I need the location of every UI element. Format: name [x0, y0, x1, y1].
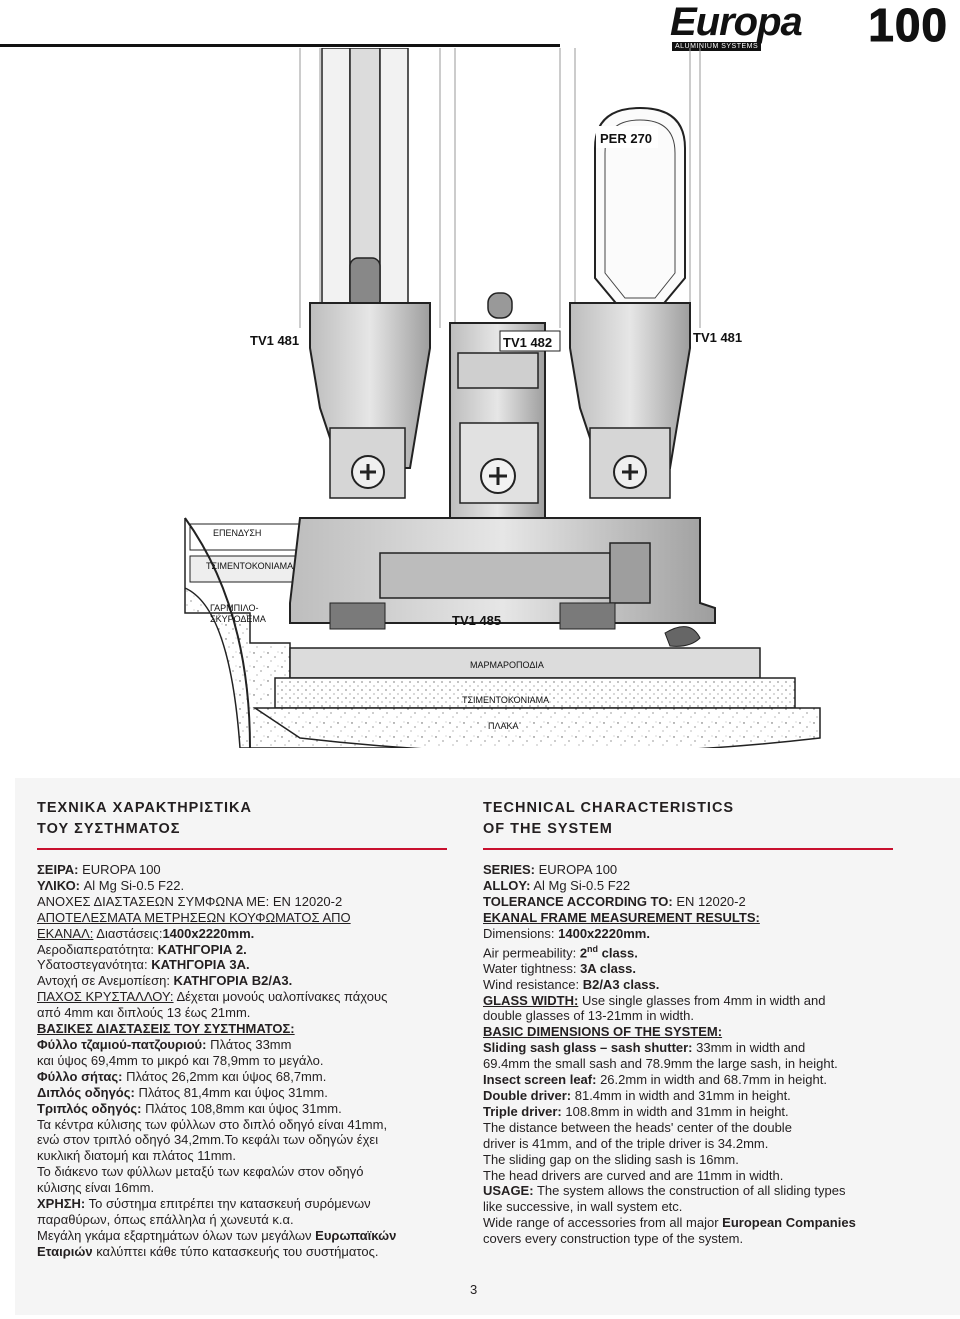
english-tolerance: TOLERANCE ACCORDING TO: EN 12020-2: [483, 893, 746, 909]
label-per270: PER 270: [600, 131, 652, 146]
greek-title-rule: [37, 848, 447, 850]
english-results: EKANAL FRAME MEASUREMENT RESULTS:: [483, 909, 760, 925]
label-tv1-481-left: TV1 481: [250, 333, 299, 348]
label-marmaropodia: ΜΑΡΜΑΡΟΠΟΔΙΑ: [470, 660, 544, 670]
greek-air: Αεροδιαπερατότητα: ΚΑΤΗΓΟΡΙΑ 2.: [37, 941, 247, 957]
wall-layers: [184, 517, 821, 748]
greek-dist-2: ενώ στον τριπλό οδηγό 34,2mm.Το κεφάλι τ…: [37, 1132, 379, 1148]
label-garmpilo-2: ΣΚΥΡΟΔΕΜΑ: [210, 614, 266, 624]
english-sash-2: 69.4mm the small sash and 78.9mm the lar…: [483, 1056, 838, 1072]
greek-dist-3: κυκλική διατομή και πλάτος 11mm.: [37, 1148, 236, 1164]
english-alloy: ALLOY: Al Mg Si-0.5 F22: [483, 877, 631, 893]
greek-title-line-1: ΤΕΧΝΙΚΑ ΧΑΡΑΚΤΗΡΙΣΤΙΚΑ: [37, 800, 252, 816]
english-air: Air permeability: 2nd class.: [483, 943, 638, 960]
greek-results-1: ΑΠΟΤΕΛΕΣΜΑΤΑ ΜΕΤΡΗΣΕΩΝ ΚΟΥΦΩΜΑΤΟΣ ΑΠΟ: [37, 909, 351, 925]
english-series: SERIES: EUROPA 100: [483, 862, 618, 877]
bottom-track: [289, 517, 716, 647]
english-dist-1: The distance between the heads' center o…: [483, 1119, 792, 1135]
greek-sash: Φύλλο τζαμιού-πατζουριού: Πλάτος 33mm: [37, 1036, 292, 1052]
english-acc-2: covers every construction type of the sy…: [483, 1231, 744, 1247]
brand-logo-text: Europa: [670, 0, 803, 44]
greek-tolerance: ΑΝΟΧΕΣ ΔΙΑΣΤΑΣΕΩΝ ΣΥΜΦΩΝΑ ΜΕ: EN 12020-2: [37, 893, 343, 909]
greek-title: ΤΕΧΝΙΚΑ ΧΑΡΑΚΤΗΡΙΣΤΙΚΑ ΤΟΥ ΣΥΣΤΗΜΑΤΟΣ: [37, 798, 477, 840]
english-column: TECHNICAL CHARACTERISTICS OF THE SYSTEM …: [483, 778, 943, 1247]
greek-column: ΤΕΧΝΙΚΑ ΧΑΡΑΚΤΗΡΙΣΤΙΚΑ ΤΟΥ ΣΥΣΤΗΜΑΤΟΣ ΣΕ…: [37, 778, 477, 1260]
greek-dist-1: Τα κέντρα κύλισης των φύλλων στο διπλό ο…: [37, 1116, 388, 1132]
greek-material: ΥΛΙΚΟ: Al Mg Si-0.5 F22.: [37, 877, 185, 893]
english-double: Double driver: 81.4mm in width and 31mm …: [483, 1088, 791, 1104]
label-tv1-482: TV1 482: [503, 335, 552, 350]
right-sash: [569, 106, 691, 499]
greek-glass-2: από 4mm και διπλούς 13 έως 21mm.: [37, 1005, 251, 1021]
greek-sash-2: και ύψος 69,4mm το μικρό και 78,9mm το μ…: [37, 1052, 324, 1068]
english-gap-1: The sliding gap on the sliding sash is 1…: [483, 1151, 739, 1167]
english-triple: Triple driver: 108.8mm in width and 31mm…: [483, 1103, 789, 1119]
greek-basic-title: ΒΑΣΙΚΕΣ ΔΙΑΣΤΑΣΕΙΣ ΤΟΥ ΣΥΣΤΗΜΑΤΟΣ:: [37, 1021, 295, 1037]
english-sash: Sliding sash glass – sash shutter: 33mm …: [483, 1040, 806, 1056]
characteristics-panel: ΤΕΧΝΙΚΑ ΧΑΡΑΚΤΗΡΙΣΤΙΚΑ ΤΟΥ ΣΥΣΤΗΜΑΤΟΣ ΣΕ…: [15, 778, 960, 1315]
english-water: Water tightness: 3A class.: [483, 960, 636, 976]
label-ependysi: ΕΠΕΝΔΥΣΗ: [213, 528, 261, 538]
greek-usage: ΧΡΗΣΗ: Το σύστημα επιτρέπει την κατασκευ…: [37, 1196, 371, 1212]
greek-screen: Φύλλο σήτας: Πλάτος 26,2mm και ύψος 68,7…: [37, 1068, 327, 1084]
english-dist-2: driver is 41mm, and of the triple driver…: [483, 1135, 769, 1151]
drawing-labels: PER 270 TV1 481 TV1 482 TV1 481 TV1 485 …: [206, 126, 742, 731]
english-title: TECHNICAL CHARACTERISTICS OF THE SYSTEM: [483, 798, 943, 840]
label-tv1-485: TV1 485: [452, 613, 501, 628]
brand-logo-subtitle: ALUMINIUM SYSTEMS: [672, 42, 762, 51]
greek-gap-1: Το διάκενο των φύλλων μεταξύ των κεφαλών…: [37, 1164, 364, 1180]
english-title-line-1: TECHNICAL CHARACTERISTICS: [483, 800, 735, 816]
greek-acc-1: Μεγάλη γκάμα εξαρτημάτων όλων των μεγάλω…: [37, 1227, 397, 1243]
label-tv1-481-right: TV1 481: [693, 330, 742, 345]
english-glass-2: double glasses of 13-21mm in width.: [483, 1008, 695, 1024]
english-usage: USAGE: The system allows the constructio…: [483, 1183, 846, 1199]
english-title-line-2: OF THE SYSTEM: [483, 821, 613, 837]
page-number: 3: [470, 1282, 478, 1297]
english-dims: Dimensions: 1400x2220mm.: [483, 925, 650, 941]
greek-wind: Αντοχή σε Ανεμοπίεση: ΚΑΤΗΓΟΡΙΑ Β2/Α3.: [37, 973, 293, 989]
greek-acc-2: Εταιριών καλύπτει κάθε τύπο κατασκευής τ…: [37, 1243, 379, 1259]
label-garmpilo-1: ΓΑΡΜΠΙΛΟ-: [210, 603, 258, 613]
english-acc-1: Wide range of accessories from all major…: [483, 1215, 856, 1231]
label-tsimentokoniama-bottom: ΤΣΙΜΕΝΤΟΚΟΝΙΑΜΑ: [462, 695, 549, 705]
english-wind: Wind resistance: B2/A3 class.: [483, 976, 660, 992]
greek-results-2: ΕΚΑΝΑΛ: Διαστάσεις:1400x2220mm.: [37, 925, 255, 941]
left-sash: [309, 48, 431, 499]
greek-series: ΣΕΙΡΑ: EUROPA 100: [37, 862, 161, 877]
greek-triple: Τριπλός οδηγός: Πλάτος 108,8mm και ύψος …: [37, 1100, 342, 1116]
center-sash: [449, 292, 546, 569]
english-head-1: The head drivers are curved and are 11mm…: [483, 1167, 784, 1183]
series-number: 100: [868, 0, 948, 51]
greek-gap-2: κύλισης είναι 16mm.: [37, 1180, 155, 1196]
english-screen: Insect screen leaf: 26.2mm in width and …: [483, 1072, 827, 1088]
greek-double: Διπλός οδηγός: Πλάτος 81,4mm και ύψος 31…: [37, 1084, 328, 1100]
english-usage-2: like successive, in wall system etc.: [483, 1199, 683, 1215]
english-glass: GLASS WIDTH: Use single glasses from 4mm…: [483, 992, 826, 1008]
header-rule: [0, 44, 560, 47]
greek-glass: ΠΑΧΟΣ ΚΡΥΣΤΑΛΛΟΥ: Δέχεται μονούς υαλοπίν…: [37, 989, 388, 1005]
section-drawing: PER 270 TV1 481 TV1 482 TV1 481 TV1 485 …: [184, 48, 821, 748]
label-plaka: ΠΛΑΚΑ: [488, 721, 519, 731]
brand-logo: Europa ALUMINIUM SYSTEMS: [670, 2, 830, 52]
english-basic-title: BASIC DIMENSIONS OF THE SYSTEM:: [483, 1024, 723, 1040]
greek-water: Υδατοστεγανότητα: ΚΑΤΗΓΟΡΙΑ 3Α.: [37, 957, 250, 973]
guide-lines: [299, 48, 701, 328]
greek-title-line-2: ΤΟΥ ΣΥΣΤΗΜΑΤΟΣ: [37, 821, 181, 837]
greek-usage-2: παραθύρων, όπως επάλληλα ή χωνευτά κ.α.: [37, 1211, 294, 1227]
label-tsimentokoniama-top: ΤΣΙΜΕΝΤΟΚΟΝΙΑΜΑ: [206, 561, 293, 571]
english-title-rule: [483, 848, 893, 850]
